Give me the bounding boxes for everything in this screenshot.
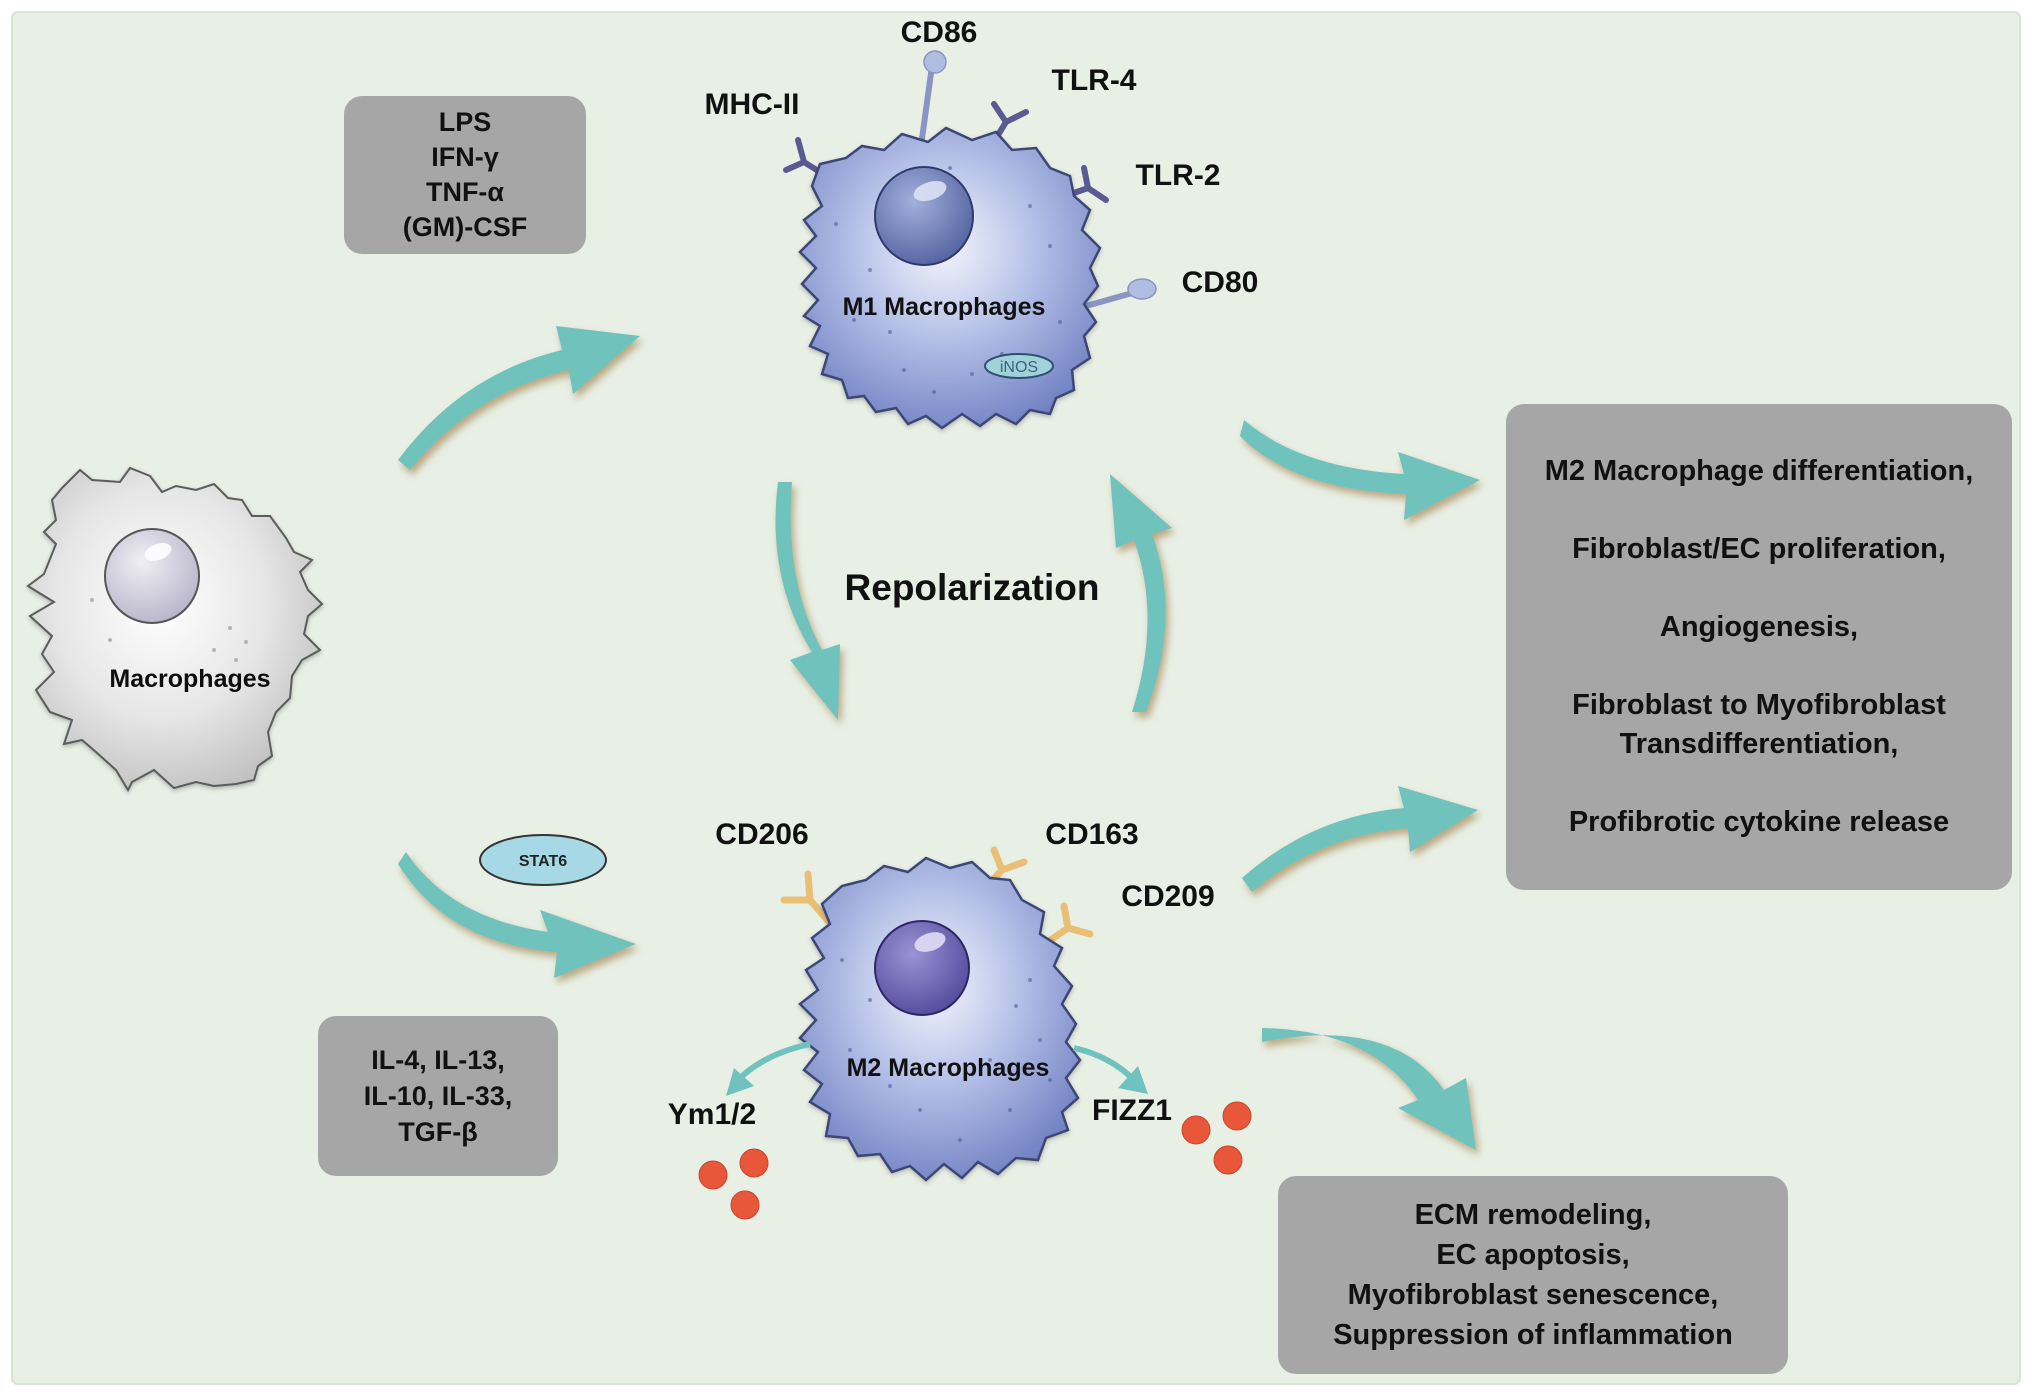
m2-stimulus: IL-4, IL-13, <box>371 1045 505 1075</box>
m1-nucleus <box>874 166 974 266</box>
m2-function: Suppression of inflammation <box>1333 1319 1733 1351</box>
m2-effect: Transdifferentiation, <box>1619 728 1899 760</box>
m2-effects-box: M2 Macrophage differentiation, Fibroblas… <box>1506 404 2012 890</box>
m2-nucleus <box>874 920 970 1016</box>
cd86-label: CD86 <box>901 16 978 49</box>
m2-function: ECM remodeling, <box>1414 1199 1652 1231</box>
m2-macrophage: M2 Macrophages <box>780 846 1094 1182</box>
tlr2-label: TLR-2 <box>1136 159 1221 192</box>
m2-stimulus: IL-10, IL-33, <box>363 1081 513 1111</box>
cd80-receptor-head <box>1127 278 1157 300</box>
m2-functions-box: ECM remodeling, EC apoptosis, Myofibrobl… <box>1278 1176 1788 1374</box>
cd209-label: CD209 <box>1121 880 1214 913</box>
stat6-badge <box>479 834 607 886</box>
m1-stimulus: TNF-α <box>425 177 505 207</box>
arrow-m2-to-functions <box>1262 1028 1476 1150</box>
inos-label: iNOS <box>1000 359 1038 376</box>
m2-stimulus: TGF-β <box>398 1117 478 1147</box>
stat6-label: STAT6 <box>519 853 567 870</box>
arrow-to-m1 <box>398 326 640 470</box>
m1-macrophage-label: M1 Macrophages <box>843 293 1046 321</box>
fizz-label: FIZZ1 <box>1092 1094 1172 1127</box>
inos-badge <box>984 353 1054 379</box>
arrow-m2-to-effects <box>1242 786 1478 892</box>
m2-effect: Fibroblast to Myofibroblast <box>1572 689 1946 721</box>
m2-effect: Angiogenesis, <box>1659 611 1859 643</box>
m2-stimuli-box: IL-4, IL-13, IL-10, IL-33, TGF-β <box>318 1016 558 1176</box>
fizz-cytokine-dots <box>1181 1101 1252 1175</box>
m2-effect: Profibrotic cytokine release <box>1568 806 1950 838</box>
m2-effect: Fibroblast/EC proliferation, <box>1572 533 1946 565</box>
repolarization-label: Repolarization <box>845 567 1100 608</box>
cd80-label: CD80 <box>1182 266 1259 299</box>
arrow-m1-to-effects <box>1240 420 1480 520</box>
ym-secretion-arrowhead <box>726 1068 754 1096</box>
ym-label: Ym1/2 <box>668 1098 756 1131</box>
resting-macrophage: Macrophages <box>26 466 324 793</box>
resting-macrophage-label: Macrophages <box>109 665 270 693</box>
ym-cytokine-dots <box>698 1148 769 1220</box>
m2-function: EC apoptosis, <box>1436 1239 1630 1271</box>
arrow-m2-to-m1 <box>1110 474 1172 712</box>
m1-stimulus: (GM)-CSF <box>402 212 528 242</box>
arrow-m1-to-m2 <box>775 482 840 720</box>
resting-nucleus <box>104 528 200 624</box>
m2-macrophage-label: M2 Macrophages <box>847 1054 1050 1082</box>
m1-macrophage: M1 Macrophages iNOS <box>783 50 1157 430</box>
m1-stimulus: IFN-γ <box>431 142 499 172</box>
cd206-label: CD206 <box>715 818 808 851</box>
tlr4-label: TLR-4 <box>1052 64 1137 97</box>
m1-stimulus: LPS <box>438 107 492 137</box>
fizz-secretion-arrowhead <box>1118 1066 1148 1094</box>
arrow-to-m2 <box>398 852 636 978</box>
cd163-label: CD163 <box>1045 818 1138 851</box>
m1-stimuli-box: LPS IFN-γ TNF-α (GM)-CSF <box>344 96 586 254</box>
mhc2-label: MHC-II <box>705 88 800 121</box>
cd86-receptor-head <box>923 50 947 74</box>
m2-function: Myofibroblast senescence, <box>1347 1279 1719 1311</box>
m2-effect: M2 Macrophage differentiation, <box>1544 455 1974 487</box>
